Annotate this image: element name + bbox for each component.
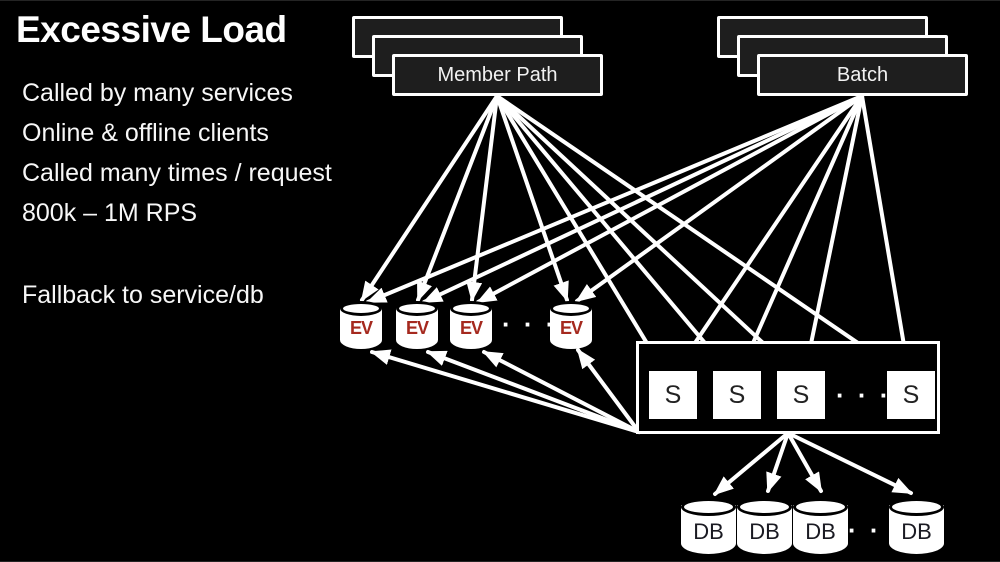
evcache-node: EV: [396, 301, 438, 349]
ellipsis-ev: · · ·: [502, 309, 558, 339]
db-label: DB: [901, 519, 932, 544]
service-node: S: [649, 371, 697, 419]
flow-arrow: [426, 350, 641, 434]
cylinder-icon: [450, 301, 492, 316]
server-box-member-path: Member Path: [392, 54, 603, 96]
flow-arrow: [416, 94, 499, 302]
db-node: DB: [681, 498, 736, 554]
bullet-list: Called by many services Online & offline…: [22, 73, 332, 315]
ev-logo: EV: [559, 318, 583, 338]
evcache-node: EV: [340, 301, 382, 349]
member-path-label: Member Path: [437, 63, 558, 86]
db-label: DB: [693, 519, 724, 544]
batch-label: Batch: [836, 63, 889, 86]
flow-arrow: [786, 431, 913, 495]
db-node: DB: [793, 498, 848, 554]
cylinder-icon: [396, 301, 438, 316]
batch-stack: Batch: [717, 16, 972, 98]
flow-arrow: [860, 94, 913, 371]
arrows-member-path: [360, 94, 898, 371]
arrows-service-to-db: [713, 431, 913, 496]
member-path-stack: Member Path: [352, 16, 607, 98]
db-label: DB: [749, 519, 780, 544]
flow-arrow: [766, 431, 790, 493]
service-node: S: [887, 371, 935, 419]
page-title: Excessive Load: [16, 9, 287, 50]
db-label: DB: [805, 519, 836, 544]
server-box-batch: Batch: [757, 54, 968, 96]
cylinder-icon: [550, 301, 592, 316]
ellipsis-services: · · ·: [836, 380, 892, 410]
ev-logo: EV: [405, 318, 429, 338]
arrows-batch: [366, 94, 913, 371]
flow-arrow: [360, 94, 499, 302]
evcache-node: EV: [550, 301, 592, 349]
bullet-item: Called by many services: [22, 79, 293, 107]
cylinder-icon: [889, 498, 944, 516]
bullet-item: Called many times / request: [22, 159, 332, 187]
flow-arrow: [482, 350, 641, 434]
cylinder-icon: [340, 301, 382, 316]
flow-arrow: [576, 348, 641, 434]
bullet-item: Fallback to service/db: [22, 281, 264, 309]
cylinder-icon: [793, 498, 848, 516]
service-node: S: [713, 371, 761, 419]
flow-arrow: [786, 431, 823, 493]
flow-arrow: [801, 94, 864, 370]
flow-arrow: [366, 94, 864, 304]
db-node: DB: [737, 498, 792, 554]
arrows-fallback-to-evcache: [370, 348, 641, 434]
flow-arrow: [370, 349, 641, 434]
evcache-node: EV: [450, 301, 492, 349]
service-cluster-container: S S S · · · S: [636, 341, 940, 434]
service-node: S: [777, 371, 825, 419]
flow-arrow: [466, 94, 499, 302]
ev-logo: EV: [459, 318, 483, 338]
flow-arrow: [575, 94, 864, 303]
cylinder-icon: [737, 498, 792, 516]
db-node: DB: [889, 498, 944, 554]
flow-arrow: [422, 94, 864, 304]
cylinder-icon: [681, 498, 736, 516]
flow-arrow: [676, 94, 864, 370]
flow-arrow: [495, 94, 569, 302]
flow-arrow: [740, 94, 864, 370]
bullet-item: 800k – 1M RPS: [22, 199, 198, 227]
flow-arrow: [476, 94, 864, 304]
bullet-item: Online & offline clients: [22, 119, 269, 147]
flow-arrow: [713, 431, 790, 496]
ev-logo: EV: [349, 318, 373, 338]
